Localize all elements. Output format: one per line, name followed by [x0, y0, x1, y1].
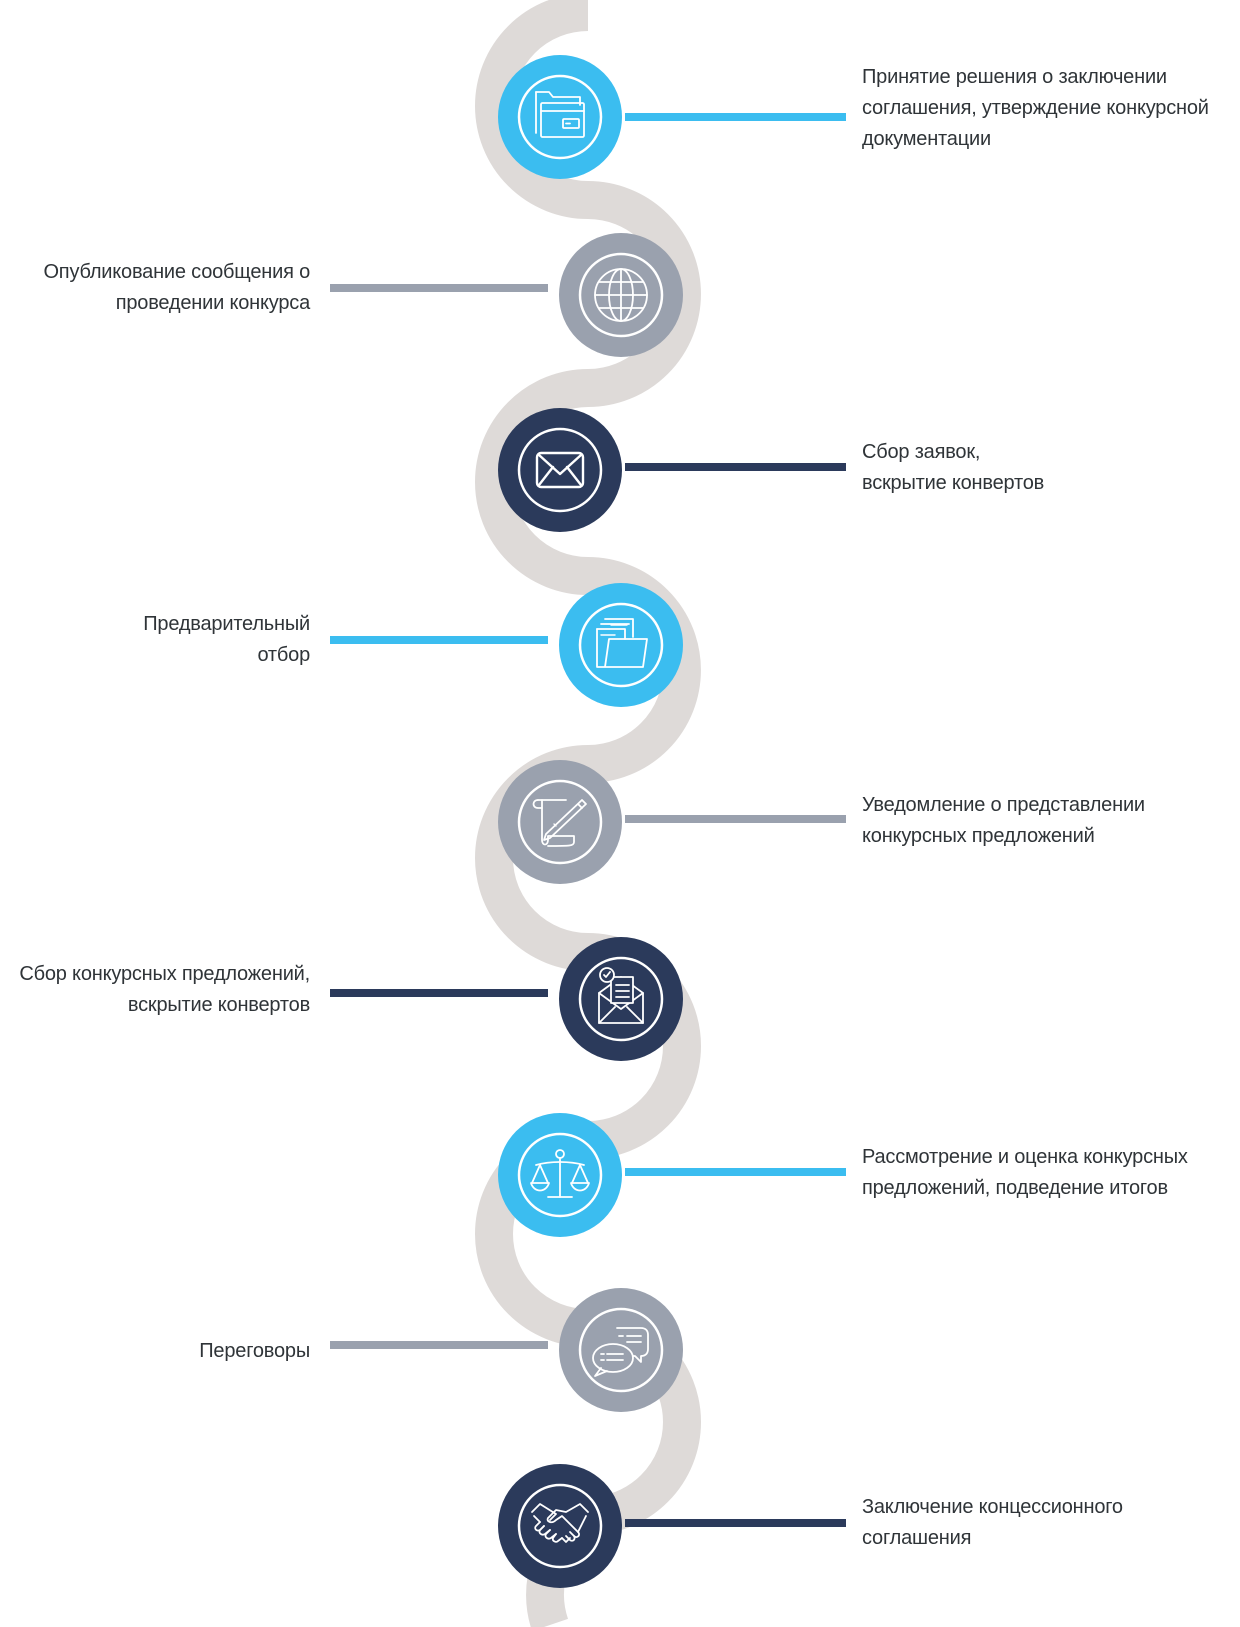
chat-bubbles-icon — [592, 1327, 649, 1377]
step-label-line: Сбор конкурсных предложений, — [19, 963, 310, 985]
step-label-line: конкурсных предложений — [862, 825, 1095, 847]
step-label-line: Уведомление о представлении — [862, 794, 1145, 816]
globe-icon — [594, 268, 648, 322]
step-label-line: отбор — [257, 644, 310, 666]
step-label-line: предложений, подведение итогов — [862, 1177, 1168, 1199]
scales-icon — [530, 1149, 590, 1198]
handshake-icon — [531, 1503, 589, 1543]
step-node-1 — [498, 55, 622, 179]
step-label-7: Рассмотрение и оценка конкурсных предлож… — [862, 1142, 1202, 1204]
step-label-line: Предварительный — [143, 613, 310, 635]
step-label-line: документации — [862, 128, 991, 150]
step-node-4 — [559, 583, 683, 707]
step-label-line: вскрытие конвертов — [862, 472, 1045, 494]
documents-folder-icon — [596, 618, 648, 668]
scroll-pen-icon — [532, 799, 587, 847]
step-node-9 — [498, 1464, 622, 1588]
step-label-line: Опубликование сообщения о — [43, 261, 310, 283]
step-label-line: проведении конкурса — [115, 292, 310, 314]
connector-lines — [330, 113, 846, 1527]
step-label-4: Предварительный отбор — [0, 609, 310, 671]
step-node-3 — [498, 408, 622, 532]
step-label-line: Рассмотрение и оценка конкурсных — [862, 1146, 1188, 1168]
step-label-line: Сбор заявок, — [862, 441, 981, 463]
step-label-line: соглашения, утверждение конкурсной — [862, 97, 1209, 119]
open-envelope-checklist-icon — [598, 967, 644, 1024]
step-label-line: Переговоры — [199, 1340, 310, 1362]
step-label-line: соглашения — [862, 1527, 972, 1549]
step-label-9: Заключение концессионного соглашения — [862, 1492, 1202, 1554]
step-label-line: Принятие решения о заключении — [862, 66, 1167, 88]
step-label-line: вскрытие конвертов — [127, 994, 310, 1016]
step-label-1: Принятие решения о заключении соглашения… — [862, 62, 1209, 155]
step-label-5: Уведомление о представлении конкурсных п… — [862, 790, 1202, 852]
envelope-icon — [535, 451, 585, 489]
step-label-6: Сбор конкурсных предложений, вскрытие ко… — [0, 959, 310, 1021]
step-label-line: Заключение концессионного — [862, 1496, 1123, 1518]
step-label-8: Переговоры — [0, 1336, 310, 1367]
folder-card-icon — [535, 91, 585, 138]
step-label-3: Сбор заявок, вскрытие конвертов — [862, 437, 1202, 499]
step-label-2: Опубликование сообщения о проведении кон… — [0, 257, 310, 319]
